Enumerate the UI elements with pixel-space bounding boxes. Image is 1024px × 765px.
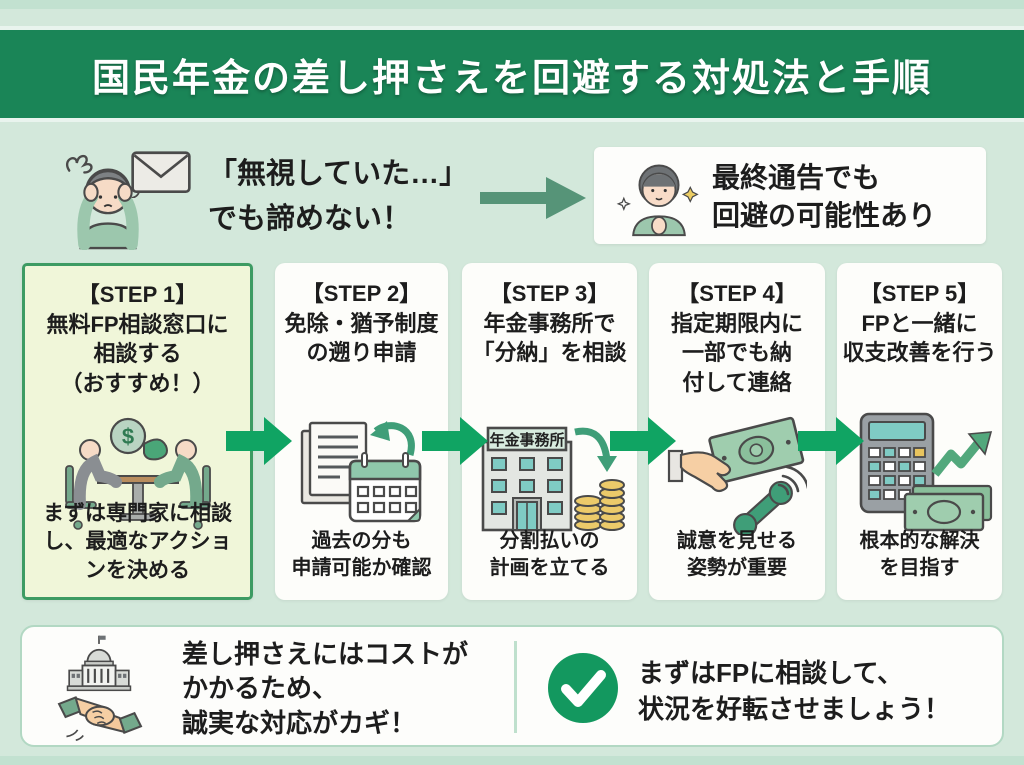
- footer-divider: [514, 641, 517, 733]
- top-edge-strip: [0, 0, 1024, 9]
- step5-title: 【STEP 5】 FPと一緒に 収支改善を行う: [842, 281, 997, 366]
- right-arrow-icon: [480, 172, 592, 224]
- handshake-icon: [54, 689, 146, 743]
- page-title: 国民年金の差し押さえを回避する対処法と手順: [91, 57, 932, 100]
- step3-title: 【STEP 3】 年金事務所で 「分納」を相談: [472, 281, 627, 366]
- svg-text:$: $: [121, 424, 133, 449]
- pension-office-sign: 年金事務所: [489, 431, 564, 449]
- step2-caption: 過去の分も 申請可能か確認: [291, 530, 432, 579]
- step4-caption: 誠意を見せる 姿勢が重要: [677, 530, 797, 579]
- step2-title: 【STEP 2】 免除・猶予制度 の遡り申請: [284, 281, 439, 366]
- step5-caption: 根本的な解決 を目指す: [859, 530, 980, 579]
- step-card-4: 【STEP 4】 指定期限内に 一部でも納 付して連絡: [649, 263, 825, 600]
- hope-message-box: 最終通告でも 回避の可能性あり: [594, 147, 986, 244]
- envelope-icon: [130, 150, 192, 198]
- step-arrow-icon-1: [226, 412, 292, 470]
- capitol-building-icon: [60, 634, 138, 692]
- step-arrow-icon-4: [798, 412, 864, 470]
- step-card-2: 【STEP 2】 免除・猶予制度 の遡り申請: [275, 263, 448, 600]
- step4-title: 【STEP 4】 指定期限内に 一部でも納 付して連絡: [670, 281, 803, 396]
- documents-calendar-icon: [292, 413, 432, 531]
- footer-left-text: 差し押さえにはコストが かかるため、 誠実な対応がカギ！: [182, 639, 469, 738]
- intro-right-text: 最終通告でも 回避の可能性あり: [712, 162, 937, 231]
- payment-phone-icon: [667, 413, 807, 535]
- step-arrow-icon-3: [610, 412, 676, 470]
- worried-person-icon: [52, 146, 164, 250]
- step3-caption: 分割払いの 計画を立てる: [489, 530, 610, 579]
- step1-title: 【STEP 1】 無料FP相談窓口に 相談する （おすすめ！）: [46, 282, 229, 397]
- step-arrow-icon-2: [422, 412, 488, 470]
- title-banner: 国民年金の差し押さえを回避する対処法と手順: [0, 30, 1024, 118]
- step-card-5: 【STEP 5】 FPと一緒に 収支改善を行う 根本的な解決 を目指す: [837, 263, 1002, 600]
- check-circle-icon: [546, 651, 620, 725]
- hopeful-person-icon: [616, 155, 702, 237]
- step-card-1: 【STEP 1】 無料FP相談窓口に 相談する （おすすめ！） $: [22, 263, 253, 600]
- footer-message-box: 差し押さえにはコストが かかるため、 誠実な対応がカギ！ まずはFPに相談して、…: [20, 625, 1004, 747]
- calculator-growth-icon: [847, 408, 993, 533]
- step-card-3: 【STEP 3】 年金事務所で 「分納」を相談 年金事務所: [462, 263, 637, 600]
- intro-left-text: 「無視していた…」 でも諦めない！: [208, 158, 469, 235]
- pension-office-coins-icon: 年金事務所: [475, 408, 625, 533]
- footer-right-text: まずはFPに相談して、 状況を好転させましょう！: [638, 658, 951, 725]
- step1-caption: まずは専門家に相談 し、最適なアクショ ンを決める: [43, 501, 232, 582]
- bottom-edge-strip: [0, 756, 1024, 765]
- fp-consultation-icon: $: [58, 414, 218, 534]
